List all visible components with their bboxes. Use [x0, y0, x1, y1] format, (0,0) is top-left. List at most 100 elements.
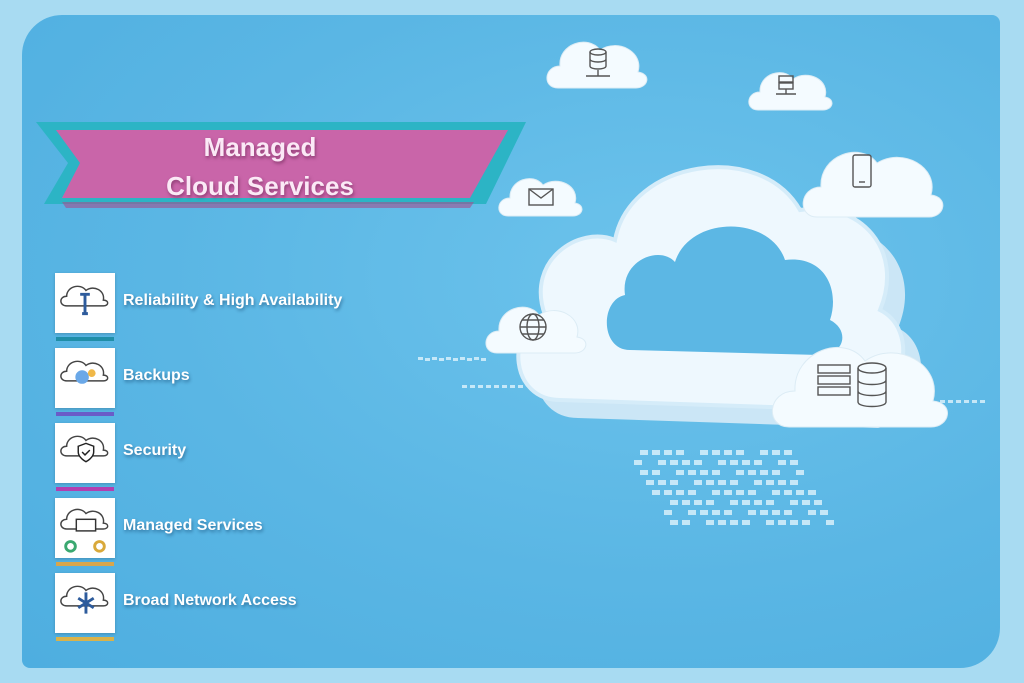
feature-tile — [55, 348, 115, 408]
grid-dot — [766, 500, 774, 505]
grid-dot — [486, 385, 491, 388]
cloud-wrench-icon — [60, 285, 109, 316]
feature-tile — [55, 423, 115, 483]
grid-dot — [453, 358, 458, 361]
grid-dot — [658, 460, 666, 465]
feature-tile — [55, 498, 115, 558]
grid-dot — [658, 480, 666, 485]
title-banner — [36, 122, 526, 208]
cloud-shield-icon — [60, 435, 109, 463]
grid-dot — [814, 500, 822, 505]
grid-dot — [948, 400, 953, 403]
grid-dot — [706, 500, 714, 505]
grid-dot — [640, 450, 648, 455]
cloud-server-right — [748, 72, 833, 111]
feature-tile — [55, 573, 115, 633]
grid-dot — [688, 470, 696, 475]
server-icon — [776, 75, 796, 95]
grid-dot — [460, 357, 465, 360]
feature-label: Managed Services — [123, 517, 263, 534]
grid-dot — [712, 510, 720, 515]
feature-underline — [56, 562, 114, 566]
grid-dot — [682, 520, 690, 525]
grid-dot — [730, 460, 738, 465]
grid-dot — [664, 450, 672, 455]
feature-underline — [56, 337, 114, 341]
grid-dot — [796, 470, 804, 475]
grid-dot — [706, 480, 714, 485]
grid-dot — [784, 490, 792, 495]
grid-dot — [652, 470, 660, 475]
grid-dot — [670, 480, 678, 485]
feature-underline — [56, 487, 114, 491]
grid-dot — [712, 470, 720, 475]
grid-dot — [730, 480, 738, 485]
grid-dot — [956, 400, 961, 403]
smartphone-icon — [852, 154, 872, 188]
grid-dot — [694, 480, 702, 485]
grid-dot — [700, 470, 708, 475]
grid-dot — [712, 490, 720, 495]
grid-dot — [478, 385, 483, 388]
grid-dot — [730, 500, 738, 505]
page-title: Managed Cloud Services — [110, 128, 410, 206]
grid-dot — [972, 400, 977, 403]
grid-dot — [510, 385, 515, 388]
grid-dot — [754, 460, 762, 465]
grid-dot — [670, 460, 678, 465]
grid-dot — [718, 460, 726, 465]
grid-dot — [652, 490, 660, 495]
feature-underline — [56, 637, 114, 641]
grid-dot — [748, 510, 756, 515]
grid-dot — [502, 385, 507, 388]
grid-dot — [694, 460, 702, 465]
grid-dot — [425, 358, 430, 361]
cloud-database — [772, 346, 948, 428]
cloud-network-icon — [60, 585, 109, 614]
grid-dot — [467, 358, 472, 361]
feature-label: Broad Network Access — [123, 592, 297, 609]
grid-dot — [718, 480, 726, 485]
grid-dot — [790, 460, 798, 465]
grid-dot — [494, 385, 499, 388]
grid-dot — [474, 357, 479, 360]
grid-dot — [462, 385, 467, 388]
title-line-1: Managed — [203, 132, 317, 162]
grid-dot — [700, 450, 708, 455]
grid-dot — [481, 358, 486, 361]
database-icon — [817, 362, 887, 408]
grid-dot — [736, 470, 744, 475]
grid-dot — [760, 470, 768, 475]
feature-item: Backups — [55, 348, 385, 416]
grid-dot — [778, 520, 786, 525]
grid-dot — [748, 470, 756, 475]
cloud-monitor-gears-icon — [60, 508, 109, 553]
grid-dot — [940, 400, 945, 403]
feature-label: Reliability & High Availability — [123, 292, 343, 309]
grid-dot — [778, 480, 786, 485]
grid-dot — [742, 460, 750, 465]
cloud-phone — [802, 151, 944, 218]
grid-dot — [790, 520, 798, 525]
data-grid-dots — [418, 357, 985, 525]
grid-dot — [754, 480, 762, 485]
grid-dot — [802, 500, 810, 505]
feature-label: Backups — [123, 367, 190, 384]
grid-dot — [964, 400, 969, 403]
grid-dot — [778, 460, 786, 465]
grid-dot — [790, 480, 798, 485]
feature-label: Security — [123, 442, 187, 459]
grid-dot — [676, 450, 684, 455]
grid-dot — [826, 520, 834, 525]
grid-dot — [664, 510, 672, 515]
grid-dot — [754, 500, 762, 505]
grid-dot — [706, 520, 714, 525]
grid-dot — [688, 510, 696, 515]
grid-dot — [700, 510, 708, 515]
title-line-2: Cloud Services — [166, 171, 354, 201]
grid-dot — [736, 490, 744, 495]
grid-dot — [772, 510, 780, 515]
grid-dot — [676, 470, 684, 475]
grid-dot — [724, 450, 732, 455]
grid-dot — [652, 450, 660, 455]
